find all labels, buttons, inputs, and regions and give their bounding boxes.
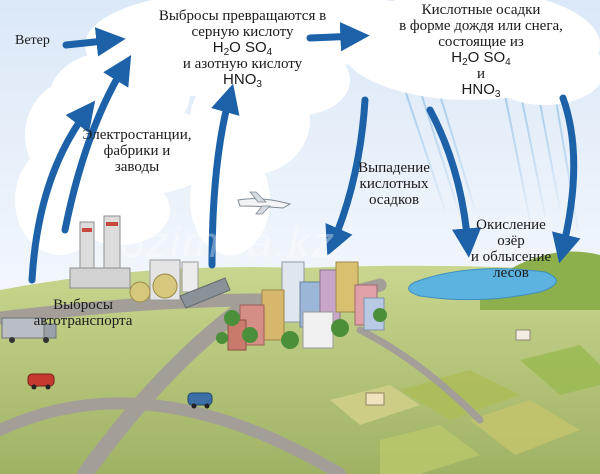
emissions-line-2: серную кислоту: [191, 24, 294, 40]
arrow-cloud-to-precip: [306, 22, 370, 52]
precip-conj: и: [476, 66, 486, 82]
fall-line-2: кислотных: [359, 176, 429, 192]
airplane: [237, 191, 292, 215]
city: [216, 261, 387, 351]
fall-line-3: осадков: [368, 192, 420, 208]
traffic-line-2: автотранспорта: [33, 313, 133, 329]
oxid-line-3: и облысение: [470, 249, 552, 265]
label-acid-precipitation: Кислотные осадки в форме дождя или снега…: [368, 2, 594, 100]
precip-line-3: состоящие из: [438, 34, 524, 50]
oxid-line-1: Окисление: [476, 217, 546, 233]
traffic-line-1: Выбросы: [53, 297, 113, 313]
truck: [1, 317, 57, 343]
precip-formula-sulfuric: H2O SO4: [451, 49, 511, 68]
emissions-formula-nitric: HNO3: [223, 71, 262, 90]
precip-formula-nitric: HNO3: [461, 81, 501, 100]
label-oxidation: Окисление озёр и облысение лесов: [441, 217, 581, 281]
precip-line-1: Кислотные осадки: [421, 2, 541, 18]
power-line-1: Электростанции,: [82, 127, 192, 143]
arrow-factory-mid: [61, 54, 132, 234]
label-emissions-conversion: Выбросы превращаются в серную кислоту H2…: [140, 8, 345, 90]
shed: [365, 392, 385, 406]
label-wind-text: Ветер: [15, 33, 50, 48]
ground: [0, 265, 600, 474]
emissions-line-3: и азотную кислоту: [182, 56, 303, 72]
arrow-wind: [62, 27, 126, 57]
arrow-factory-left: [28, 100, 96, 284]
arrow-factory-right: [208, 83, 240, 269]
fall-line-1: Выпадение: [358, 160, 430, 176]
precip-line-2: в форме дождя или снега,: [399, 18, 563, 34]
label-wind: Ветер: [15, 33, 50, 49]
lake: [408, 268, 557, 301]
power-line-3: заводы: [114, 159, 160, 175]
emissions-formula-sulfuric: H2O SO4: [212, 39, 273, 58]
label-acid-fall: Выпадение кислотных осадков: [338, 160, 450, 208]
label-power-plants: Электростанции, фабрики и заводы: [72, 127, 202, 175]
factory-complex: [69, 215, 231, 309]
emissions-line-1: Выбросы превращаются в: [158, 8, 327, 24]
watermark: ozimea.kz: [120, 218, 337, 267]
fields: [330, 345, 600, 474]
car-red: [27, 373, 55, 390]
arrow-acid-fall: [325, 96, 369, 256]
oxid-line-2: озёр: [497, 233, 525, 249]
flow-arrows: [28, 22, 581, 284]
arrow-to-lake: [426, 106, 482, 258]
power-line-2: фабрики и: [103, 143, 171, 159]
label-traffic-emissions: Выбросы автотранспорта: [8, 297, 158, 329]
arrow-to-forest: [552, 94, 581, 264]
oxid-line-4: лесов: [493, 265, 529, 281]
car-blue: [187, 392, 213, 409]
farm-house: [515, 329, 531, 341]
